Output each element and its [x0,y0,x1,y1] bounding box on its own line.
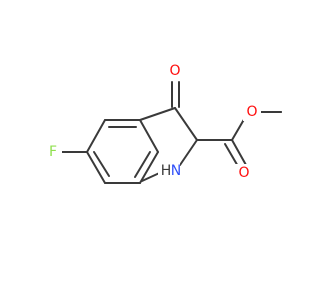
bond-c5-c3a [139,119,159,153]
atom-fluorine: F [49,144,57,160]
atom-nitrogen-hydrogen: H [161,163,172,179]
bond-c6-c4 [86,119,106,153]
atom-oxygen-ester-single: O [246,104,257,120]
atom-oxygen-ester-double: O [238,165,249,181]
bond-c5-c3 [139,107,176,121]
molecule-structure-diagram: O O O F H N [44,62,282,184]
atom-nitrogen: N [171,163,181,179]
pyrrolidone-ring [139,107,198,182]
bond-c2-n1 [179,139,198,166]
bond-c3a-c7a [139,151,159,184]
ketone-group [171,81,180,108]
bond-c3-c2 [174,107,198,141]
bond-ccarbonyl-o-a [231,139,247,166]
bond-c7-c6 [86,151,106,184]
bond-c3a-c7a-inner [134,151,151,178]
atom-labels: O O O F H N [44,62,261,182]
bond-c7-c6-inner [93,151,110,177]
benzene-ring [86,119,159,184]
ester-group [196,111,282,169]
atom-oxygen-ketone: O [169,63,180,79]
